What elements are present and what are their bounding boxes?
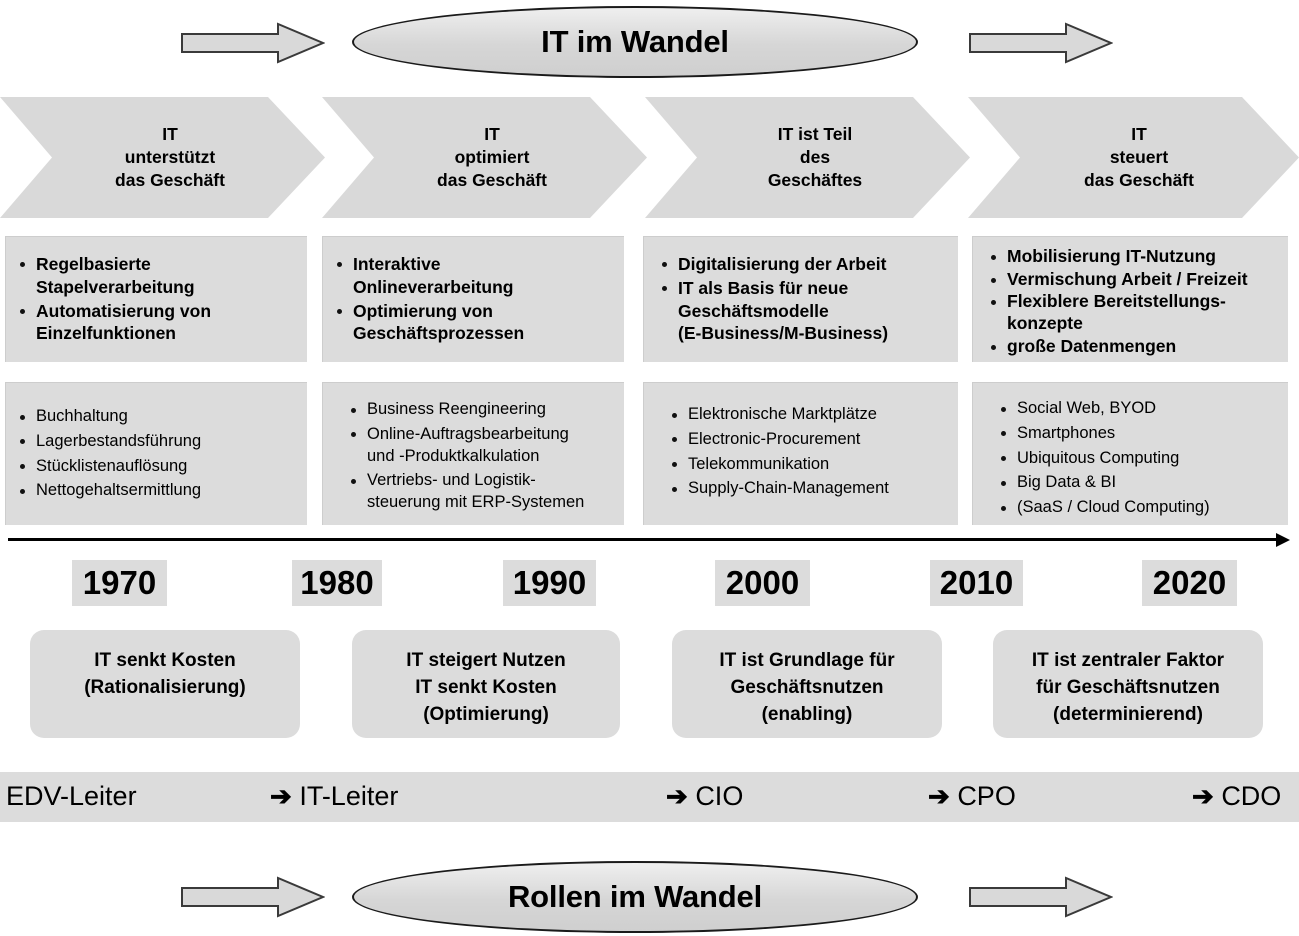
phase-chevron-4-shape (968, 97, 1299, 218)
phase-chevron-3-shape (645, 97, 970, 218)
highlight-box-2: Interaktive Onlineverarbeitung Optimieru… (322, 236, 624, 362)
list-item: Optimierung von Geschäftsprozessen (331, 300, 616, 346)
year-chip-1990: 1990 (503, 560, 596, 606)
detail-box-2: Business Reengineering Online-Auftragsbe… (322, 382, 624, 525)
list-item: Stücklistenauflösung (14, 456, 299, 478)
statement-label: IT ist zentraler Faktor für Geschäftsnut… (1031, 650, 1225, 725)
statement-label: IT steigert Nutzen IT senkt Kosten (Opti… (406, 650, 566, 725)
timeline-arrow-icon (1276, 532, 1290, 547)
role-it-leiter: ➔ IT-Leiter (270, 781, 398, 812)
phase-chevron-1-shape (0, 97, 325, 218)
year-chip-1970: 1970 (72, 560, 167, 606)
phase-chevron-3: IT ist Teil des Geschäftes (697, 97, 927, 218)
highlight-box-3: Digitalisierung der Arbeit IT als Basis … (643, 236, 958, 362)
year-chip-2000: 2000 (715, 560, 810, 606)
year-chip-2010: 2010 (930, 560, 1023, 606)
bottom-left-arrow-icon (181, 876, 325, 918)
top-banner-title: IT im Wandel (541, 24, 729, 59)
list-item: Smartphones (995, 423, 1282, 445)
list-item: große Datenmengen (985, 336, 1282, 358)
bottom-banner-ellipse: Rollen im Wandel (352, 861, 918, 933)
phase-chevron-2: IT optimiert das Geschäft (374, 97, 604, 218)
list-item: Electronic-Procurement (666, 429, 950, 451)
top-left-arrow-icon (181, 22, 325, 64)
list-item: Vertriebs- und Logistik- steuerung mit E… (345, 470, 616, 514)
bottom-right-arrow-icon (969, 876, 1113, 918)
year-label: 2000 (725, 564, 800, 601)
year-label: 2010 (939, 564, 1014, 601)
detail-box-4: Social Web, BYOD Smartphones Ubiquitous … (972, 382, 1288, 525)
list-item: Vermischung Arbeit / Freizeit (985, 269, 1282, 291)
phase-chevron-4-label: IT steuert das Geschäft (1084, 123, 1194, 191)
role-label: IT-Leiter (299, 781, 399, 811)
timeline-axis (8, 538, 1278, 541)
year-chip-2020: 2020 (1142, 560, 1237, 606)
list-item: Interaktive Onlineverarbeitung (331, 253, 616, 299)
role-cio: ➔ CIO (666, 781, 743, 812)
phase-chevron-2-shape (322, 97, 647, 218)
list-item: Business Reengineering (345, 399, 616, 421)
highlight-box-4: Mobilisierung IT-Nutzung Vermischung Arb… (972, 236, 1288, 362)
list-item: Ubiquitous Computing (995, 448, 1282, 470)
role-cpo: ➔ CPO (928, 781, 1016, 812)
role-label: CDO (1221, 781, 1282, 811)
list-item: Lagerbestandsführung (14, 431, 299, 453)
list-item: Mobilisierung IT-Nutzung (985, 246, 1282, 268)
phase-chevron-2-label: IT optimiert das Geschäft (437, 123, 547, 191)
year-label: 1970 (82, 564, 157, 601)
statement-box-3: IT ist Grundlage für Geschäftsnutzen (en… (672, 630, 942, 738)
role-arrow-icon: ➔ (1192, 781, 1214, 811)
list-item: Buchhaltung (14, 406, 299, 428)
role-arrow-icon: ➔ (666, 781, 688, 811)
statement-box-2: IT steigert Nutzen IT senkt Kosten (Opti… (352, 630, 620, 738)
detail-box-1: Buchhaltung Lagerbestandsführung Stückli… (5, 382, 307, 525)
statement-label: IT senkt Kosten (Rationalisierung) (84, 650, 246, 698)
statement-box-1: IT senkt Kosten (Rationalisierung) (30, 630, 300, 738)
list-item: Elektronische Marktplätze (666, 404, 950, 426)
role-label: CPO (957, 781, 1016, 811)
list-item: Social Web, BYOD (995, 398, 1282, 420)
detail-box-3: Elektronische Marktplätze Electronic-Pro… (643, 382, 958, 525)
list-item: (SaaS / Cloud Computing) (995, 497, 1282, 519)
bottom-banner-title: Rollen im Wandel (507, 879, 762, 914)
role-arrow-icon: ➔ (270, 781, 292, 811)
list-item: Big Data & BI (995, 472, 1282, 494)
highlight-box-1: Regelbasierte Stapelverarbeitung Automat… (5, 236, 307, 362)
list-item: Online-Auftragsbearbeitung und -Produktk… (345, 424, 616, 468)
list-item: Telekommunikation (666, 454, 950, 476)
list-item: Automatisierung von Einzelfunktionen (14, 300, 299, 346)
top-banner-ellipse: IT im Wandel (352, 6, 918, 78)
role-label: CIO (695, 781, 744, 811)
statement-box-4: IT ist zentraler Faktor für Geschäftsnut… (993, 630, 1263, 738)
role-arrow-icon: ➔ (928, 781, 950, 811)
top-right-arrow-icon (969, 22, 1113, 64)
year-label: 1990 (512, 564, 587, 601)
statement-label: IT ist Grundlage für Geschäftsnutzen (en… (719, 650, 895, 725)
year-label: 1980 (300, 564, 374, 601)
year-chip-1980: 1980 (292, 560, 382, 606)
phase-chevron-3-label: IT ist Teil des Geschäftes (767, 123, 863, 191)
phase-chevron-1: IT unterstützt das Geschäft (52, 97, 282, 218)
role-cdo: ➔ CDO (1192, 781, 1281, 812)
list-item: Nettogehaltsermittlung (14, 480, 299, 502)
phase-chevron-4: IT steuert das Geschäft (1020, 97, 1252, 218)
list-item: Flexiblere Bereitstellungs- konzepte (985, 291, 1282, 334)
list-item: Digitalisierung der Arbeit (656, 253, 950, 276)
list-item: Regelbasierte Stapelverarbeitung (14, 253, 299, 299)
phase-chevron-1-label: IT unterstützt das Geschäft (115, 123, 225, 191)
list-item: IT als Basis für neue Geschäftsmodelle (… (656, 277, 950, 345)
list-item: Supply-Chain-Management (666, 478, 950, 500)
role-edv-leiter: EDV-Leiter (6, 781, 137, 812)
roles-band (0, 772, 1299, 822)
year-label: 2020 (1152, 564, 1227, 601)
role-label: EDV-Leiter (6, 781, 137, 811)
